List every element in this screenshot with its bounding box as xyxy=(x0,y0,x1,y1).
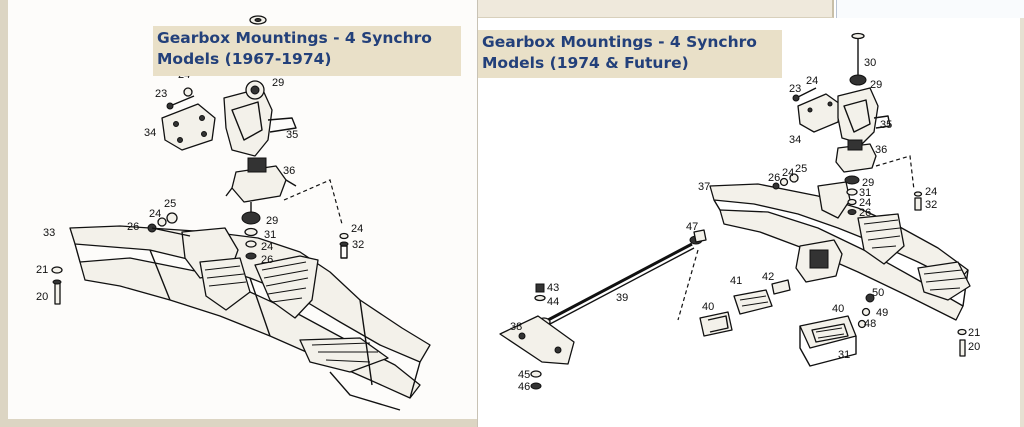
callout-46: 46 xyxy=(518,381,530,393)
right-top-strip xyxy=(478,0,834,18)
left-plate-34 xyxy=(161,103,216,151)
callout-24b: 24 xyxy=(782,167,794,179)
right-topright-strip xyxy=(836,0,1024,18)
right-diagram-panel: 30 23 24 29 34 35 36 25 26 24 37 29 31 2… xyxy=(478,0,1024,427)
callout-25: 25 xyxy=(164,198,176,210)
right-stud-30 xyxy=(849,32,867,86)
right-bolt-32 xyxy=(913,191,923,211)
left-bolt-20-21 xyxy=(51,266,63,305)
right-bracket-38 xyxy=(499,315,575,365)
callout-49: 49 xyxy=(876,307,888,319)
right-pin-42 xyxy=(771,279,791,295)
callout-34: 34 xyxy=(789,134,801,146)
callout-47: 47 xyxy=(686,221,698,233)
callout-26b: 26 xyxy=(261,254,273,266)
callout-35: 35 xyxy=(880,119,892,131)
callout-42: 42 xyxy=(762,271,774,283)
callout-40: 40 xyxy=(702,301,714,313)
left-washer-top xyxy=(249,15,267,25)
callout-34: 34 xyxy=(144,127,156,139)
callout-29b: 29 xyxy=(862,177,874,189)
callout-32: 32 xyxy=(925,199,937,211)
right-stud-stack xyxy=(844,175,860,215)
callout-26: 26 xyxy=(768,172,780,184)
right-side-strip xyxy=(1020,18,1024,427)
right-nut-47 xyxy=(693,229,707,243)
right-bush-41 xyxy=(733,289,773,315)
left-stud-stack xyxy=(241,202,261,260)
callout-25: 25 xyxy=(795,163,807,175)
callout-24b: 24 xyxy=(149,208,161,220)
callout-31b: 31 xyxy=(838,349,850,361)
callout-26b: 26 xyxy=(859,207,871,219)
callout-24d: 24 xyxy=(925,186,937,198)
right-crossmember xyxy=(709,181,971,321)
callout-43: 43 xyxy=(547,282,559,294)
callout-24: 24 xyxy=(806,75,818,87)
callout-23: 23 xyxy=(789,83,801,95)
left-mount-36 xyxy=(225,157,297,203)
callout-23: 23 xyxy=(155,88,167,100)
callout-20: 20 xyxy=(36,291,48,303)
right-torque-rod-39 xyxy=(537,235,703,327)
right-bolt-43-44 xyxy=(534,283,546,302)
left-exploded-diagram: 24 29 23 34 35 36 25 24 26 33 29 31 24 2… xyxy=(36,15,431,411)
callout-21: 21 xyxy=(36,264,48,276)
right-mount-block xyxy=(795,239,843,283)
callout-31: 31 xyxy=(264,229,276,241)
right-bush-40a xyxy=(699,311,733,337)
right-nut-45-46 xyxy=(530,370,542,390)
callout-40b: 40 xyxy=(832,303,844,315)
callout-26: 26 xyxy=(127,221,139,233)
right-mount-40b xyxy=(799,315,857,367)
callout-39: 39 xyxy=(616,292,628,304)
callout-45: 45 xyxy=(518,369,530,381)
left-bolt-32 xyxy=(339,232,349,259)
right-hardware-48-50 xyxy=(857,293,875,329)
callout-36: 36 xyxy=(875,144,887,156)
right-exploded-diagram: 30 23 24 29 34 35 36 25 26 24 37 29 31 2… xyxy=(499,32,980,393)
callout-21: 21 xyxy=(968,327,980,339)
callout-24c: 24 xyxy=(859,197,871,209)
callout-41: 41 xyxy=(730,275,742,287)
right-diagram-title: Gearbox Mountings - 4 Synchro Models (19… xyxy=(478,30,782,78)
callout-33: 33 xyxy=(43,227,55,239)
right-bolt-23 xyxy=(792,87,817,102)
callout-38: 38 xyxy=(510,321,522,333)
callout-30: 30 xyxy=(864,57,876,69)
right-bolt-20-21 xyxy=(957,328,967,357)
left-diagram-title: Gearbox Mountings - 4 Synchro Models (19… xyxy=(153,26,461,76)
left-bolt-23 xyxy=(166,87,195,110)
right-mount-36 xyxy=(835,139,877,173)
callout-36: 36 xyxy=(283,165,295,177)
left-edge-strip xyxy=(0,0,8,427)
callout-29: 29 xyxy=(272,77,284,89)
right-bracket-35 xyxy=(837,87,891,145)
callout-37: 37 xyxy=(698,181,710,193)
callout-50: 50 xyxy=(872,287,884,299)
left-hardware-25 xyxy=(147,212,191,237)
callout-48: 48 xyxy=(864,318,876,330)
callout-20: 20 xyxy=(968,341,980,353)
callout-35: 35 xyxy=(286,129,298,141)
callout-29b: 29 xyxy=(266,215,278,227)
left-bracket-35 xyxy=(223,80,297,157)
callout-32: 32 xyxy=(352,239,364,251)
left-diagram-panel: 24 29 23 34 35 36 25 24 26 33 29 31 24 2… xyxy=(0,0,478,427)
left-bottom-strip xyxy=(0,419,477,427)
callout-29: 29 xyxy=(870,79,882,91)
left-callouts: 24 29 23 34 35 36 25 24 26 33 29 31 24 2… xyxy=(36,69,364,303)
right-plate-34 xyxy=(797,93,841,133)
callout-24c: 24 xyxy=(261,241,273,253)
right-hardware-25 xyxy=(772,173,799,190)
callout-24d: 24 xyxy=(351,223,363,235)
right-callouts: 30 23 24 29 34 35 36 25 26 24 37 29 31 2… xyxy=(510,57,980,393)
callout-44: 44 xyxy=(547,296,559,308)
callout-31: 31 xyxy=(859,187,871,199)
